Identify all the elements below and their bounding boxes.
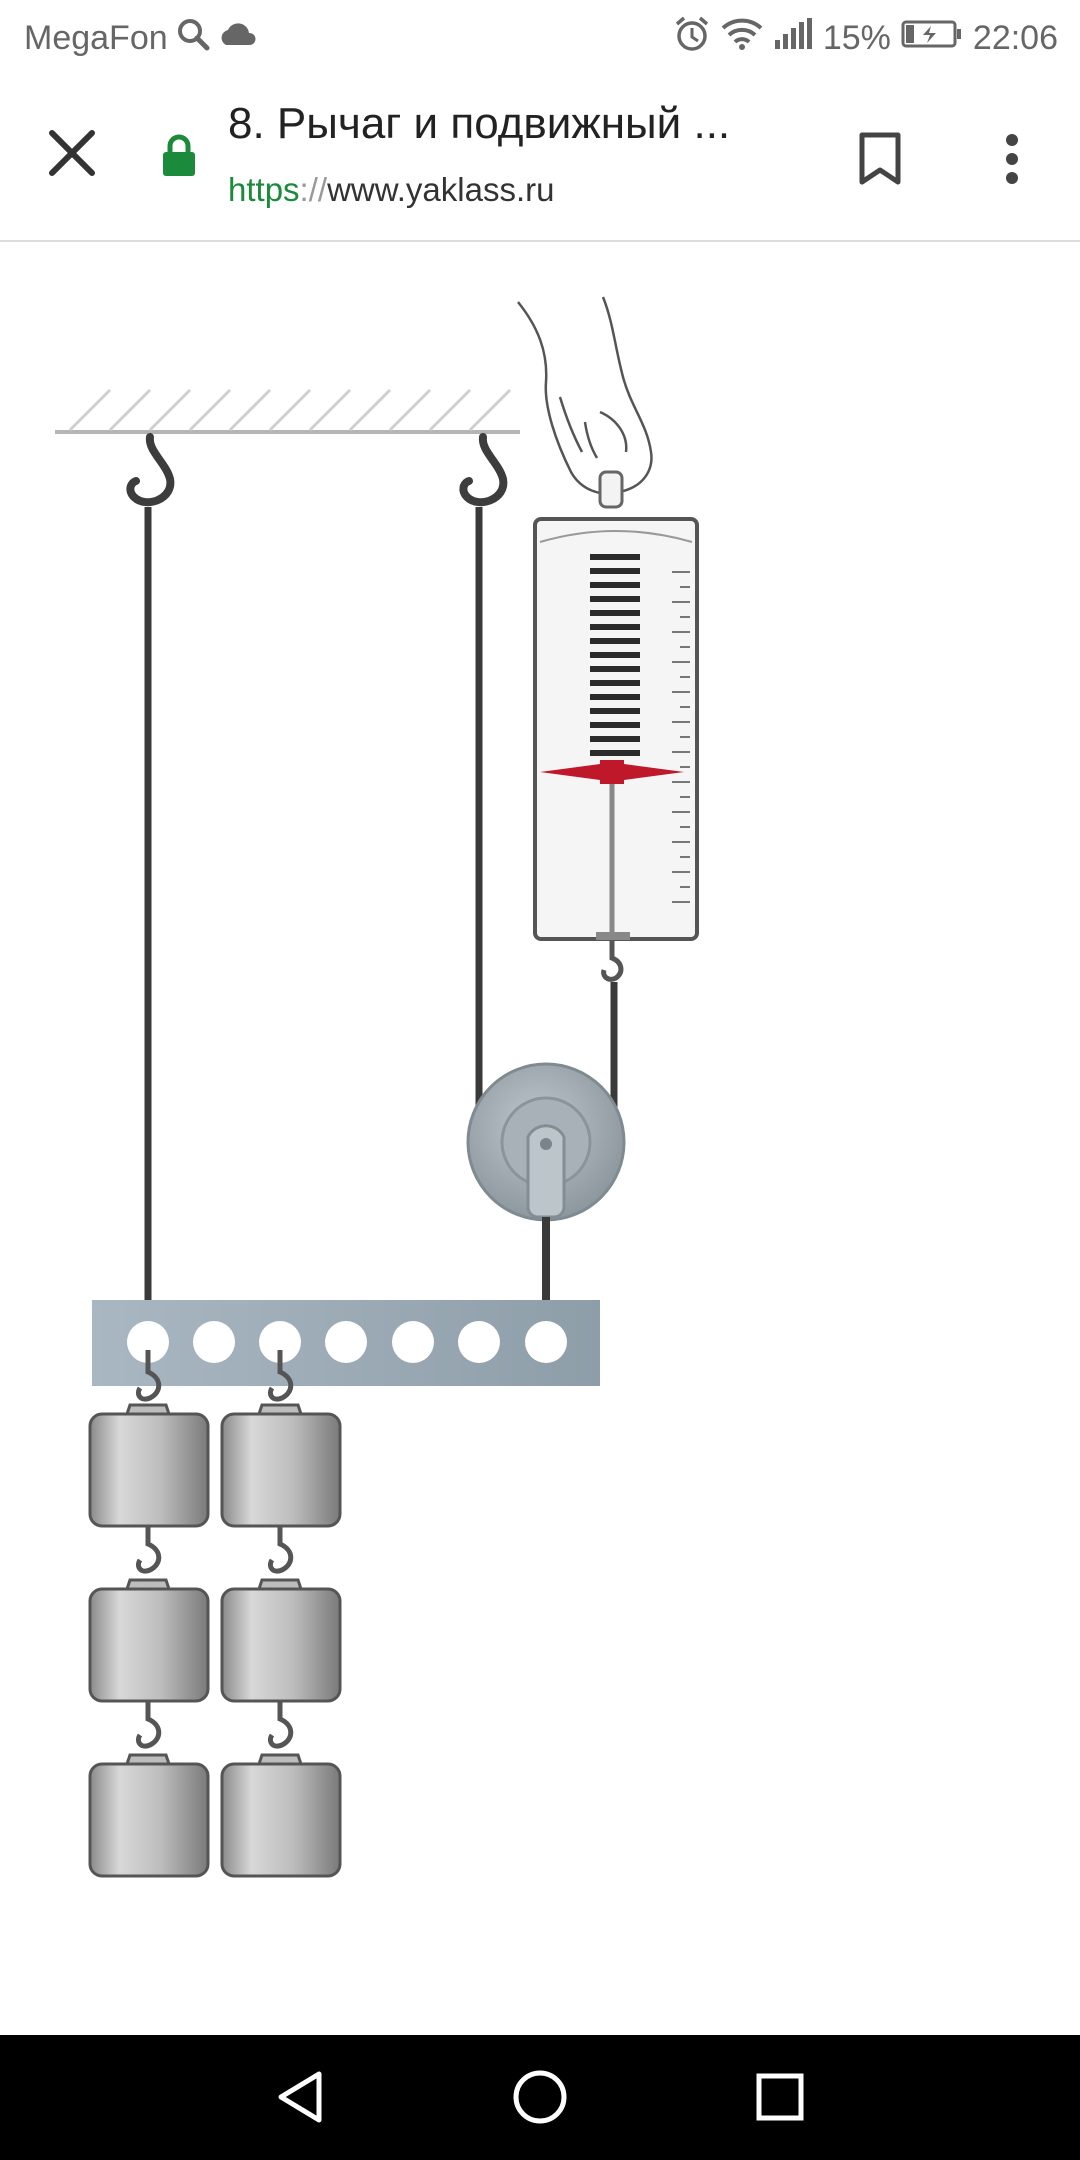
search-icon <box>176 17 210 60</box>
hook-icon <box>126 433 175 507</box>
hook-icon <box>459 433 508 507</box>
back-triangle-icon <box>278 2071 322 2123</box>
system-nav-bar <box>0 2035 1080 2160</box>
battery-charging-icon <box>901 19 963 58</box>
ceiling-hatch <box>55 388 520 434</box>
recents-square-icon <box>756 2073 804 2121</box>
url-separator: :// <box>299 171 328 208</box>
lever-bar <box>92 1300 600 1386</box>
bookmark-icon <box>859 132 901 185</box>
bookmark-button[interactable] <box>840 119 920 199</box>
page-title[interactable]: 8. Рычаг и подвижный ... <box>228 99 731 148</box>
weight <box>88 1403 210 1528</box>
movable-pulley <box>466 1062 626 1222</box>
weights <box>88 1350 342 1878</box>
page-content <box>0 242 1080 2035</box>
browser-toolbar: 8. Рычаг и подвижный ... https://www.yak… <box>0 75 1080 242</box>
close-tab-button[interactable] <box>32 113 112 193</box>
nav-home-button[interactable] <box>495 2057 585 2137</box>
signal-icon <box>773 17 813 59</box>
carrier-name: MegaFon <box>24 18 168 57</box>
clock: 22:06 <box>972 18 1058 57</box>
scale-marker <box>540 764 684 780</box>
weight <box>220 1753 342 1878</box>
status-bar: MegaFon 15% 22:06 <box>0 0 1080 75</box>
more-options-button[interactable] <box>972 119 1052 199</box>
home-circle-icon <box>513 2070 567 2124</box>
url-bar[interactable]: https://www.yaklass.ru <box>228 171 554 209</box>
weight <box>220 1578 342 1703</box>
wifi-icon <box>721 17 763 60</box>
spring-scale <box>533 470 699 982</box>
more-vert-icon <box>1006 134 1018 184</box>
nav-recents-button[interactable] <box>735 2057 825 2137</box>
url-scheme: https <box>228 171 300 208</box>
lever-pulley-illustration <box>55 296 699 1878</box>
alarm-icon <box>673 15 711 62</box>
nav-back-button[interactable] <box>255 2057 345 2137</box>
hand-icon <box>517 296 653 495</box>
url-host: www.yaklass.ru <box>327 171 555 208</box>
close-icon <box>49 130 95 176</box>
battery-percent: 15% <box>822 18 891 57</box>
weight <box>220 1403 342 1528</box>
lock-icon <box>162 133 208 185</box>
weight <box>88 1578 210 1703</box>
weight <box>88 1753 210 1878</box>
cloud-icon <box>218 19 258 58</box>
